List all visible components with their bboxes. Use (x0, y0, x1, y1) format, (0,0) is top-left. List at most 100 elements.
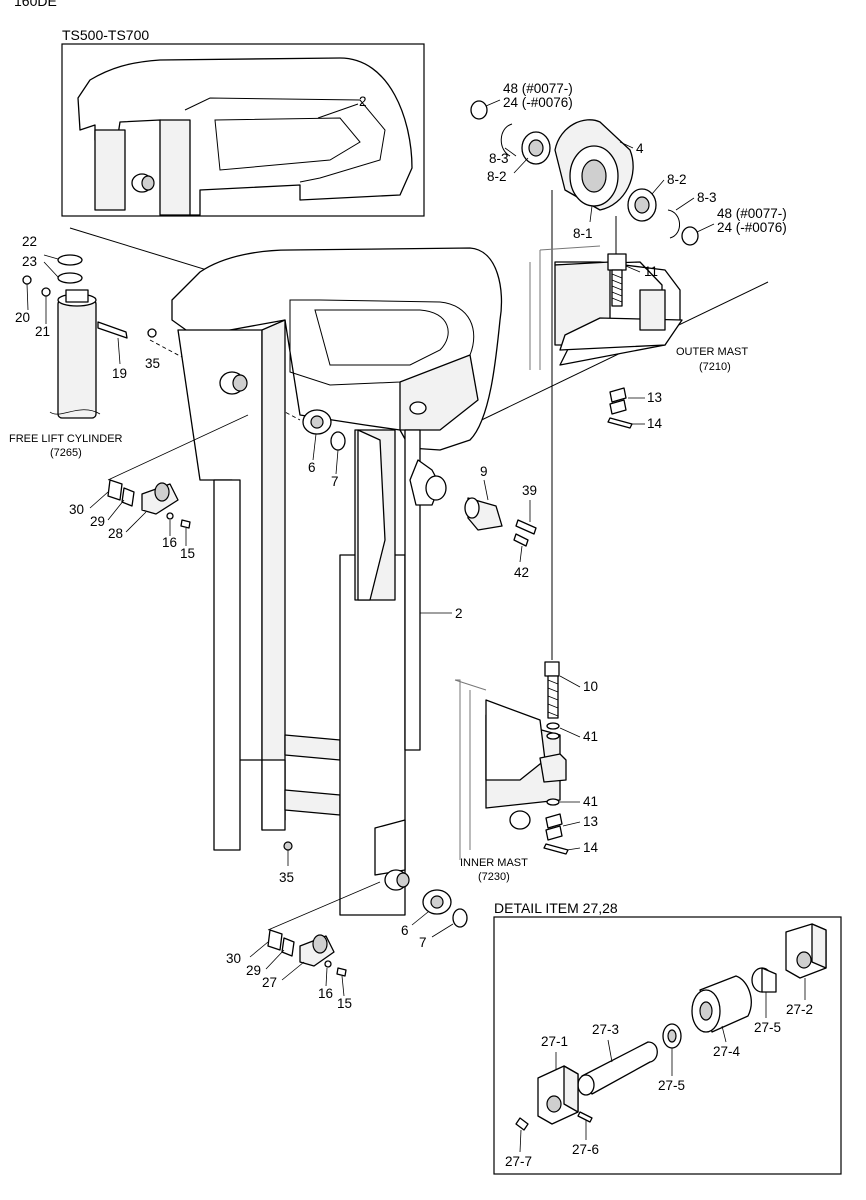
label-20: 20 (15, 310, 30, 325)
caption-free-lift-cylinder-code: (7265) (50, 447, 82, 459)
label-14-lower: 14 (583, 840, 599, 855)
label-9: 9 (480, 464, 488, 479)
part-48-left-ring (470, 100, 488, 120)
detail-label-27-1: 27-1 (541, 1034, 568, 1049)
part-35-upper (147, 328, 157, 338)
label-19: 19 (112, 366, 127, 381)
label-7-upper: 7 (331, 474, 339, 489)
label-8-1: 8-1 (573, 226, 593, 241)
part-20-nut (22, 275, 32, 285)
part-35-lower (283, 841, 293, 851)
part-22-ring (57, 254, 83, 266)
label-29-lower: 29 (246, 963, 261, 978)
part-15-lower (336, 967, 347, 977)
label-42: 42 (514, 565, 529, 580)
inner-mast-ghost: 10 41 41 13 14 INNER MAST (7230) (454, 661, 599, 883)
detail-frame (493, 916, 842, 1175)
inset-top-title: TS500-TS700 (62, 27, 149, 43)
part-16-lower (324, 960, 332, 968)
label-48-left-b: 24 (-#0076) (503, 95, 573, 110)
label-8-2-left: 8-2 (487, 169, 507, 184)
label-48-right-b: 24 (-#0076) (717, 220, 787, 235)
label-6-lower: 6 (401, 923, 409, 938)
caption-outer-mast-code: (7210) (699, 361, 731, 373)
part-10-anchor (544, 661, 560, 677)
part-15-upper (180, 519, 191, 529)
label-27: 27 (262, 975, 277, 990)
label-15-lower: 15 (337, 996, 352, 1011)
label-35-lower: 35 (279, 870, 294, 885)
label-39: 39 (522, 483, 537, 498)
free-lift-cylinder (57, 299, 97, 419)
part-14-upper-pin (607, 417, 633, 429)
detail-label-27-3: 27-3 (592, 1022, 619, 1037)
lower-sensor-group: 30 29 27 16 15 (226, 881, 381, 1011)
part-11-anchor (607, 253, 627, 271)
label-22: 22 (22, 234, 37, 249)
sprocket-chain-assembly: 48 (#0077-) 24 (-#0076) 8-3 8-2 4 8-2 8-… (470, 81, 787, 660)
part-8-3-left-snapring (500, 123, 513, 157)
label-30-upper: 30 (69, 502, 84, 517)
inset-ts500-ts700: TS500-TS700 2 (61, 27, 425, 217)
label-48-right-a: 48 (#0077-) (717, 206, 787, 221)
upper-sensor-group: 30 29 28 16 15 (69, 414, 249, 561)
part-7-lower-ring (452, 908, 468, 928)
model-code: 160DE (14, 0, 57, 9)
detail-27-7-screw (515, 1117, 529, 1131)
part-29-lower-plate (281, 937, 295, 957)
part-41-upper-washer (546, 722, 560, 730)
inset-part-2-label: 2 (359, 94, 367, 109)
detail-label-27-2: 27-2 (786, 1002, 813, 1017)
label-14-upper: 14 (647, 416, 663, 431)
part-16-upper (166, 512, 174, 520)
label-16-lower: 16 (318, 986, 333, 1001)
inset-crossmember (77, 57, 413, 216)
label-10: 10 (583, 679, 598, 694)
label-4: 4 (636, 141, 644, 156)
detail-27-6-pin (577, 1111, 593, 1123)
caption-inner-mast: INNER MAST (460, 857, 528, 869)
label-41-upper: 41 (583, 729, 598, 744)
label-16-upper: 16 (162, 535, 177, 550)
inner-mast-bracket (485, 699, 546, 781)
label-48-left-a: 48 (#0077-) (503, 81, 573, 96)
part-39-fitting (515, 519, 537, 535)
part-13-lower-nut (545, 813, 563, 829)
label-8-3-left: 8-3 (489, 151, 509, 166)
part-21-washer (41, 287, 51, 297)
main-mast-assembly: 6 7 6 7 2 9 39 42 35 (69, 227, 769, 950)
outer-mast-ghost: 11 OUTER MAST (7210) 13 14 (529, 245, 748, 431)
detail-label-27-5-left: 27-5 (658, 1078, 685, 1093)
detail-title: DETAIL ITEM 27,28 (494, 900, 618, 916)
left-rail (213, 479, 241, 851)
detail-label-27-4: 27-4 (713, 1044, 741, 1059)
label-41-lower: 41 (583, 794, 598, 809)
label-29-upper: 29 (90, 514, 105, 529)
label-8-3-right: 8-3 (697, 190, 717, 205)
caption-inner-mast-code: (7230) (478, 871, 510, 883)
label-35-upper: 35 (145, 356, 160, 371)
part-13-upper-nut (609, 387, 627, 403)
caption-free-lift-cylinder: FREE LIFT CYLINDER (9, 433, 123, 445)
part-8-3-right-snapring (667, 209, 680, 239)
part-30-lower-plate (267, 929, 283, 951)
part-7-upper-ring (330, 431, 346, 451)
inset-top-frame (61, 43, 425, 217)
detail-label-27-6: 27-6 (572, 1142, 599, 1157)
detail-label-27-5-right: 27-5 (754, 1020, 781, 1035)
label-13-lower: 13 (583, 814, 598, 829)
detail-label-27-7: 27-7 (505, 1154, 532, 1169)
part-48-right-ring (681, 226, 699, 246)
label-21: 21 (35, 324, 50, 339)
part-41-lower-washer (546, 798, 560, 806)
label-28: 28 (108, 526, 123, 541)
free-lift-cylinder-group: 22 23 20 21 19 35 FREE LIFT CYLINDER (72… (9, 234, 160, 459)
part-14-lower-pin (543, 843, 569, 855)
label-23: 23 (22, 254, 37, 269)
label-13-upper: 13 (647, 390, 662, 405)
part-30-upper-plate (107, 479, 123, 501)
caption-outer-mast: OUTER MAST (676, 346, 748, 358)
part-19-bolt (97, 321, 128, 339)
label-7-lower: 7 (419, 935, 427, 950)
